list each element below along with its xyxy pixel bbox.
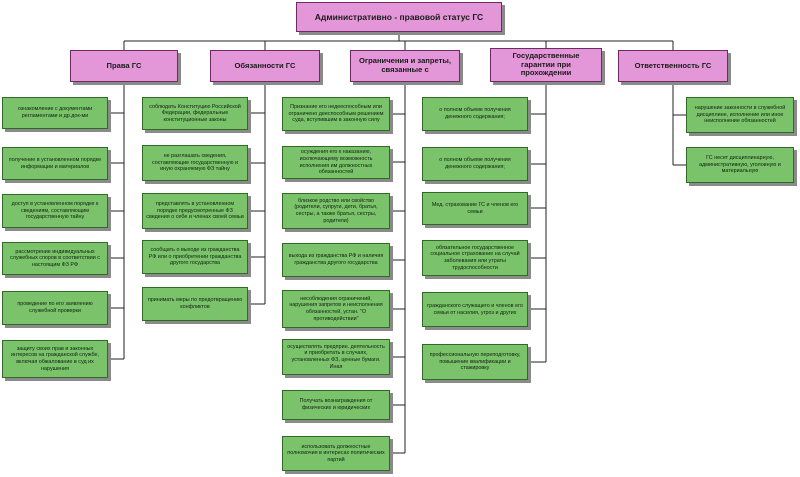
guarantees-item: Мед. страхование ГС и членов его семьи: [422, 192, 528, 225]
responsibility-item: ГС несет дисциплинарную, административну…: [686, 147, 794, 183]
category-label: Права ГС: [106, 60, 142, 70]
category-header-restrictions: Ограничения и запреты, связанные с: [350, 50, 460, 82]
restrictions-item: использовать должностные полномочия в ин…: [282, 436, 390, 471]
rights-item: доступ в установленном порядке к сведени…: [2, 194, 108, 228]
guarantees-item: профессиональную переподготовку, повышен…: [422, 344, 528, 380]
restrictions-item: выхода из гражданства РФ и наличия гражд…: [282, 243, 390, 277]
category-label: Обязанности ГС: [234, 60, 296, 70]
restrictions-item: Признание его недееспособным или огранич…: [282, 97, 390, 131]
responsibility-item: нарушение законности в служебной дисципл…: [686, 97, 794, 133]
restrictions-item: осуществлять предприн. деятельность и пр…: [282, 339, 390, 375]
category-header-duties: Обязанности ГС: [210, 50, 320, 82]
duties-item: представлять в установленном порядке пре…: [142, 193, 248, 229]
restrictions-item: несоблюдения ограничений, нарушения запр…: [282, 290, 390, 328]
category-header-guarantees: Государственные гарантии при прохождении: [490, 48, 602, 82]
restrictions-item: близкое родство или свойство (родители, …: [282, 193, 390, 229]
duties-item: не разглашать сведения, составляющие гос…: [142, 145, 248, 181]
restrictions-item: осуждения его к наказанию, исключающему …: [282, 146, 390, 179]
guarantees-item: обязательное государственное социальное …: [422, 240, 528, 276]
rights-item: рассмотрение индивидуальных служебных сп…: [2, 242, 108, 275]
rights-item: защиту своих прав и законных интересов н…: [2, 340, 108, 378]
duties-item: принимать меры по предотвращению конфлик…: [142, 287, 248, 321]
duties-item: соблюдать Конституцию Российской Федерац…: [142, 97, 248, 130]
guarantees-item: гражданского служащего и членов его семь…: [422, 292, 528, 327]
category-header-responsibility: Ответственность ГС: [618, 50, 728, 82]
restrictions-item: Получать вознаграждения от физических и …: [282, 390, 390, 420]
root-node: Административно - правовой статус ГС: [296, 2, 502, 32]
root-title: Административно - правовой статус ГС: [314, 11, 484, 22]
category-label: Государственные гарантии при прохождении: [512, 51, 580, 78]
category-label: Ответственность ГС: [634, 60, 712, 70]
duties-item: сообщать о выходе из гражданства РФ или …: [142, 240, 248, 274]
guarantees-item: о полном объеме получения денежного соде…: [422, 97, 528, 131]
rights-item: получение в установленном порядке информ…: [2, 147, 108, 180]
guarantees-item: о полном объеме получения денежного соде…: [422, 147, 528, 181]
rights-item: ознакомление с документами регламентами …: [2, 97, 108, 129]
category-label: Ограничения и запреты, связанные с: [359, 56, 451, 74]
category-header-rights: Права ГС: [70, 50, 178, 82]
rights-item: проведение по его заявлению служебной пр…: [2, 291, 108, 325]
